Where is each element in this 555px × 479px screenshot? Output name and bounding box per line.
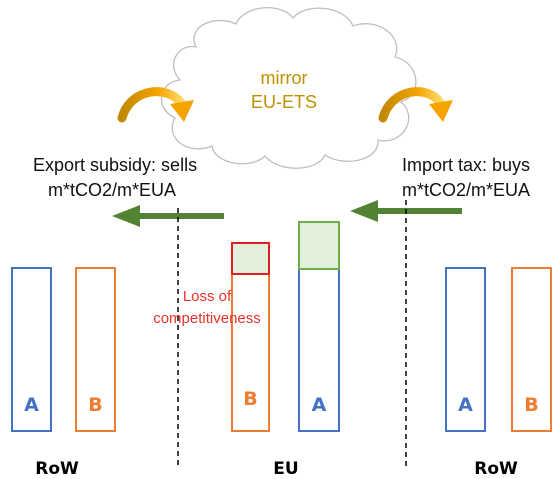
- row-right-bar-b-label: B: [524, 394, 538, 416]
- loss-note-line1: Loss of: [183, 288, 232, 305]
- region-label-left: RoW: [35, 459, 79, 479]
- import-tax-line2: m*tCO2/m*EUA: [402, 180, 530, 200]
- eu-bar-b-cost-box: [231, 242, 270, 275]
- import-tax-line1: Import tax: buys: [402, 155, 530, 175]
- export-subsidy-line2: m*tCO2/m*EUA: [48, 180, 176, 200]
- row-left-bar-b-label: B: [88, 394, 102, 416]
- eu-bar-b-label: B: [243, 388, 257, 410]
- region-label-center: EU: [273, 459, 298, 479]
- eu-bar-a-cost-box: [298, 221, 340, 270]
- loss-note-line2: competitiveness: [153, 310, 261, 327]
- row-right-bar-a: [445, 267, 486, 432]
- row-right-bar-a-label: A: [458, 394, 473, 416]
- row-left-bar-a: [11, 267, 52, 432]
- import-arrow: [350, 200, 462, 222]
- row-right-bar-b: [511, 267, 552, 432]
- cloud-title-line2: EU-ETS: [251, 92, 317, 112]
- eu-bar-a-label: A: [312, 394, 327, 416]
- cloud-title-line1: mirror: [261, 68, 308, 88]
- row-left-bar-b: [75, 267, 116, 432]
- left-curved-arrow-icon: [117, 87, 194, 123]
- cloud-shape: [160, 7, 417, 169]
- export-arrow: [112, 205, 224, 227]
- region-label-right: RoW: [474, 459, 518, 479]
- right-curved-arrow-icon: [378, 87, 453, 123]
- export-subsidy-line1: Export subsidy: sells: [33, 155, 197, 175]
- row-left-bar-a-label: A: [24, 394, 39, 416]
